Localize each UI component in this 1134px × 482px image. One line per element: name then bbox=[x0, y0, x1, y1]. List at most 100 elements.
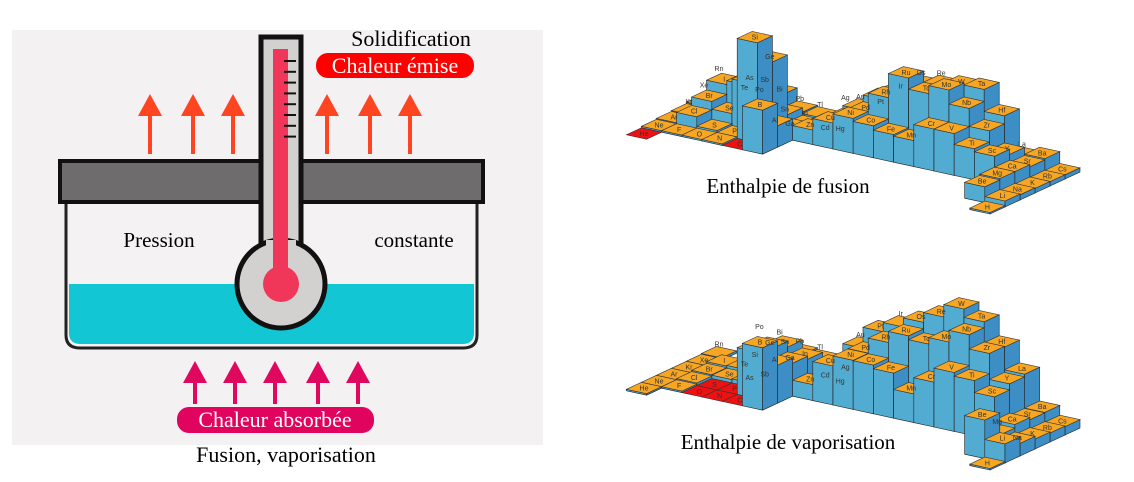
element-symbol: Cd bbox=[821, 125, 830, 132]
solidification-label: Solidification bbox=[351, 26, 471, 51]
bar-top bbox=[660, 379, 698, 392]
element-symbol: Os bbox=[917, 70, 926, 77]
bar-face-left bbox=[812, 361, 834, 406]
element-symbol: B bbox=[758, 102, 763, 109]
bar-top bbox=[983, 104, 1021, 117]
element-symbol: Rb bbox=[1043, 173, 1052, 180]
bar-face-left bbox=[812, 118, 834, 150]
bar-top bbox=[953, 137, 991, 150]
element-symbol: C bbox=[737, 142, 742, 149]
element-symbol: Hf bbox=[998, 108, 1005, 115]
bar-top bbox=[675, 371, 713, 384]
heat-absorbed-label: Chaleur absorbée bbox=[198, 407, 351, 432]
bar-top bbox=[832, 106, 870, 119]
element-bar-Li bbox=[983, 189, 1021, 208]
constant-label: constante bbox=[374, 228, 453, 252]
bar-top bbox=[968, 456, 1006, 469]
bar-top bbox=[1003, 362, 1041, 375]
element-symbol: Zn bbox=[806, 122, 814, 129]
bar-face-left bbox=[852, 121, 874, 159]
bar-face-left bbox=[832, 113, 854, 154]
element-symbol: Ir bbox=[899, 311, 904, 318]
bar-top bbox=[701, 132, 739, 145]
element-symbol: Ga bbox=[785, 121, 794, 128]
element-symbol: Ti bbox=[969, 141, 975, 148]
bar-top bbox=[973, 385, 1011, 398]
element-symbol: Sc bbox=[988, 389, 997, 396]
element-symbol: Ne bbox=[655, 123, 664, 130]
element-symbol: W bbox=[958, 301, 965, 308]
heat-emitted-label: Chaleur émise bbox=[332, 53, 458, 78]
element-symbol: Cl bbox=[691, 109, 698, 116]
arrow-up-icon-head bbox=[358, 94, 382, 116]
element-symbol: In bbox=[802, 351, 808, 358]
element-symbol: Ta bbox=[978, 81, 986, 88]
bar-face-left bbox=[852, 360, 874, 415]
element-symbol: Na bbox=[1013, 187, 1022, 194]
element-symbol: Si bbox=[752, 352, 759, 359]
element-symbol: Re bbox=[937, 70, 946, 77]
element-symbol: Ni bbox=[847, 352, 854, 359]
bar-face-left bbox=[893, 389, 915, 423]
thermometer-bulb bbox=[263, 266, 299, 302]
heat-emitted-arrows bbox=[138, 94, 422, 154]
element-bar-He bbox=[625, 381, 663, 396]
element-symbol: Zr bbox=[983, 123, 990, 130]
element-symbol: Ar bbox=[671, 115, 679, 122]
element-symbol: Cr bbox=[928, 121, 936, 128]
element-bar-N bbox=[701, 132, 739, 146]
bar-top bbox=[968, 341, 1006, 354]
element-symbol: Ba bbox=[1038, 404, 1047, 411]
arrow-up-icon-head bbox=[221, 94, 245, 116]
bar-top bbox=[872, 361, 910, 374]
bar-face-right bbox=[777, 357, 793, 404]
bar-face-left bbox=[913, 377, 935, 428]
element-symbol: Pb bbox=[796, 339, 805, 346]
arrow-up-icon-head bbox=[306, 361, 330, 383]
element-symbol: Ar bbox=[671, 372, 679, 379]
bar-top bbox=[690, 89, 728, 102]
element-symbol: Ti bbox=[969, 372, 975, 379]
element-symbol: N bbox=[717, 136, 722, 143]
element-symbol: Cu bbox=[826, 115, 835, 122]
element-symbol: Ge bbox=[765, 54, 774, 61]
element-symbol: Al bbox=[772, 357, 779, 364]
element-symbol: Al bbox=[772, 118, 779, 125]
element-symbol: Mn bbox=[906, 132, 916, 139]
element-symbol: Se bbox=[725, 371, 734, 378]
element-bar-B bbox=[741, 336, 779, 411]
element-symbol: Br bbox=[706, 367, 714, 374]
bar-top bbox=[741, 98, 779, 111]
bar-top bbox=[978, 166, 1016, 179]
element-symbol: B bbox=[758, 340, 763, 347]
bar-face-left bbox=[873, 129, 894, 163]
element-symbol: Re bbox=[937, 309, 946, 316]
element-symbol: S bbox=[712, 122, 717, 129]
element-symbol: Bi bbox=[776, 330, 783, 337]
element-symbol: Ru bbox=[902, 328, 911, 335]
element-symbol: P bbox=[732, 129, 737, 136]
element-symbol: Te bbox=[741, 362, 749, 369]
element-symbol: Ni bbox=[847, 110, 854, 117]
element-symbol: Pd bbox=[861, 105, 870, 112]
bar-top bbox=[852, 114, 890, 127]
element-symbol: Sr bbox=[1024, 412, 1032, 419]
bar-top bbox=[953, 368, 991, 381]
element-symbol: Br bbox=[706, 93, 714, 100]
bar-top bbox=[832, 348, 870, 361]
element-symbol: Co bbox=[866, 357, 875, 364]
element-symbol: Y bbox=[1005, 146, 1010, 153]
phase-change-diagram: Solidification Chaleur émise Pression co… bbox=[12, 26, 543, 467]
bar-top bbox=[736, 31, 774, 44]
element-symbol: Si bbox=[752, 35, 759, 42]
bar-top bbox=[933, 121, 971, 134]
element-symbol: Ir bbox=[899, 84, 904, 91]
element-symbol: Ca bbox=[1008, 163, 1017, 170]
element-symbol: Se bbox=[725, 105, 734, 112]
element-symbol: H bbox=[985, 460, 990, 467]
arrow-up-icon-head bbox=[223, 361, 247, 383]
element-symbol: Mn bbox=[906, 386, 916, 393]
bar-top bbox=[852, 353, 890, 366]
bar-top bbox=[741, 336, 779, 349]
element-symbol: La bbox=[1018, 366, 1026, 373]
